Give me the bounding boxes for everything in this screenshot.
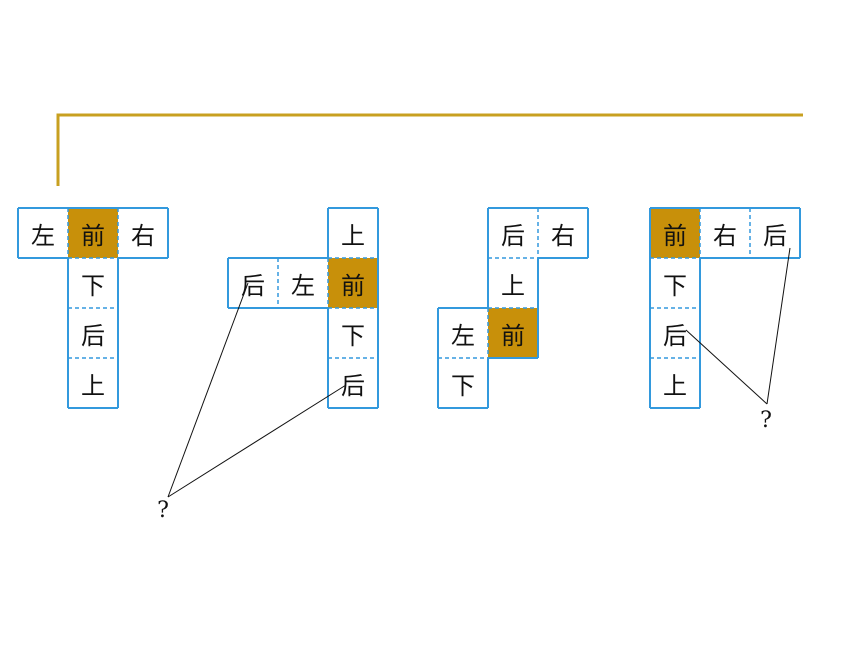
net-cell: 前 <box>650 208 700 258</box>
question-mark: ? <box>760 408 772 433</box>
net-cell: 前 <box>328 258 378 308</box>
net-cell: 后 <box>501 221 525 250</box>
net-cell: 上 <box>501 271 525 300</box>
net-cell: 后 <box>763 221 787 250</box>
net-cell: 右 <box>713 221 737 250</box>
net-cell: 上 <box>341 221 365 250</box>
net-cell: 下 <box>341 321 365 350</box>
net-cell: 前 <box>488 308 538 358</box>
net-cell: 左 <box>31 221 55 250</box>
net-cell: 上 <box>81 371 105 400</box>
net-cell: 下 <box>663 271 687 300</box>
net-cell: 前 <box>68 208 118 258</box>
net-cell: 右 <box>551 221 575 250</box>
net-cell: 后 <box>241 271 265 300</box>
net-cell: 上 <box>663 371 687 400</box>
accent-bracket-line <box>56 113 803 186</box>
net-cell: 后 <box>663 321 687 350</box>
net-cell: 左 <box>291 271 315 300</box>
net-cell: 下 <box>81 271 105 300</box>
question-mark: ? <box>157 498 169 523</box>
net-cell: 右 <box>131 221 155 250</box>
net-cell: 后 <box>341 371 365 400</box>
net-cell: 下 <box>451 371 475 400</box>
net-cell: 后 <box>81 321 105 350</box>
net-cell: 左 <box>451 321 475 350</box>
